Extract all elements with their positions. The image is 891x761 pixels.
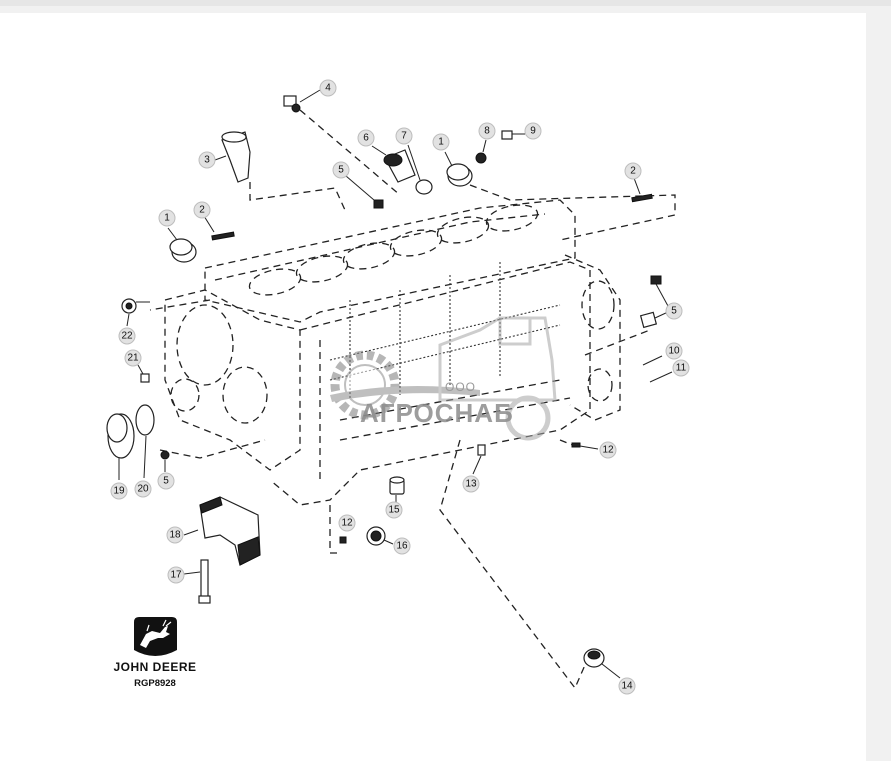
- svg-text:5: 5: [671, 306, 677, 317]
- part-20-seal: [135, 404, 155, 479]
- part-2-pin-left: [203, 215, 235, 241]
- watermark-prefix: ООО: [445, 380, 477, 394]
- svg-text:20: 20: [137, 484, 149, 495]
- svg-text:1: 1: [438, 137, 444, 148]
- part-22-nut: [121, 298, 150, 327]
- callout-11: 11: [672, 359, 690, 377]
- callout-16: 16: [393, 537, 411, 555]
- svg-text:13: 13: [465, 479, 477, 490]
- part-18-bearing-cap: [183, 496, 261, 566]
- callout-22: 22: [118, 327, 136, 345]
- svg-text:10: 10: [668, 346, 680, 357]
- svg-text:12: 12: [602, 445, 614, 456]
- part-15-plug: [389, 476, 405, 502]
- callout-5-front: 5: [157, 472, 175, 490]
- part-2-pin-right: [631, 177, 653, 203]
- callout-6: 6: [357, 129, 375, 147]
- figure-code: RGP8928: [134, 678, 176, 689]
- callout-17: 17: [167, 566, 185, 584]
- part-6-plug: [371, 145, 416, 183]
- top-bar: [0, 0, 891, 6]
- callout-3: 3: [198, 151, 216, 169]
- svg-text:2: 2: [199, 205, 205, 216]
- callout-4: 4: [319, 79, 337, 97]
- part-16-fitting: [366, 526, 394, 546]
- callout-7: 7: [395, 127, 413, 145]
- svg-text:2: 2: [630, 166, 636, 177]
- svg-text:1: 1: [164, 213, 170, 224]
- callout-18: 18: [166, 526, 184, 544]
- watermark-name: АГРОСНАБ: [360, 398, 514, 428]
- svg-text:12: 12: [341, 518, 353, 529]
- part-13-plug: [472, 444, 486, 475]
- part-11-pin: [649, 371, 673, 383]
- svg-text:14: 14: [621, 681, 633, 692]
- brand-name: JOHN DEERE: [113, 660, 197, 674]
- part-7-seal-ring: [407, 144, 433, 195]
- callout-5-top: 5: [332, 161, 350, 179]
- part-12-pin-low: [339, 536, 347, 544]
- svg-text:22: 22: [121, 331, 133, 342]
- gear-tractor-icon: [330, 316, 557, 441]
- part-4-fitting: [283, 89, 321, 113]
- callout-15: 15: [385, 501, 403, 519]
- callout-21: 21: [124, 349, 142, 367]
- svg-text:15: 15: [388, 505, 400, 516]
- svg-text:5: 5: [338, 165, 344, 176]
- part-3-housing: [214, 131, 251, 183]
- svg-text:7: 7: [401, 131, 407, 142]
- svg-text:16: 16: [396, 541, 408, 552]
- part-12-pin-right: [571, 442, 599, 450]
- callout-12-low: 12: [338, 514, 356, 532]
- part-10-pin: [642, 355, 663, 366]
- svg-text:3: 3: [204, 155, 210, 166]
- callout-8: 8: [478, 122, 496, 140]
- callout-1-top: 1: [432, 133, 450, 151]
- part-21-bolt: [137, 364, 150, 383]
- part-8-nut: [475, 139, 487, 164]
- part-5-right-plugs: [639, 275, 669, 329]
- svg-text:4: 4: [325, 83, 331, 94]
- svg-text:6: 6: [363, 133, 369, 144]
- callout-13: 13: [462, 475, 480, 493]
- part-14-plug: [583, 648, 621, 679]
- part-5-plug-top: [345, 175, 384, 209]
- part-5-front-plug: [160, 450, 170, 472]
- svg-text:18: 18: [169, 530, 181, 541]
- svg-text:17: 17: [170, 570, 182, 581]
- callout-2-right: 2: [624, 162, 642, 180]
- callout-9: 9: [524, 122, 542, 140]
- callout-14: 14: [618, 677, 636, 695]
- part-17-bolt: [183, 559, 211, 604]
- callout-5-right: 5: [665, 302, 683, 320]
- part-1-cap-left: [167, 227, 197, 263]
- svg-text:5: 5: [163, 476, 169, 487]
- callout-10: 10: [665, 342, 683, 360]
- john-deere-deer-icon: [134, 617, 177, 656]
- callout-19: 19: [110, 482, 128, 500]
- callout-1-left: 1: [158, 209, 176, 227]
- part-19-cap: [106, 413, 135, 480]
- callout-20: 20: [134, 480, 152, 498]
- callout-12-right: 12: [599, 441, 617, 459]
- svg-text:11: 11: [676, 363, 687, 374]
- svg-text:21: 21: [127, 353, 139, 364]
- svg-text:9: 9: [530, 126, 536, 137]
- part-1-cap-top: [444, 151, 473, 187]
- svg-text:8: 8: [484, 126, 490, 137]
- part-9-fitting: [501, 130, 525, 140]
- svg-text:19: 19: [113, 486, 125, 497]
- callout-2-left: 2: [193, 201, 211, 219]
